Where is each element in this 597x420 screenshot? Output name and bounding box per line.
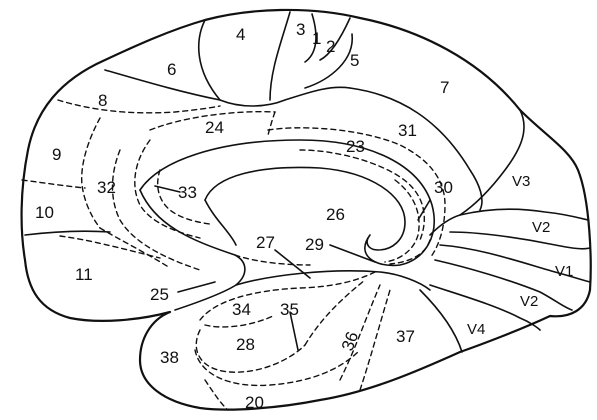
- cingulate-marginal: [219, 86, 351, 107]
- divider-2-5: [304, 33, 353, 89]
- leader-27: [274, 249, 311, 279]
- label-area-28: 28: [236, 335, 255, 354]
- label-v2-lower: V2: [520, 293, 538, 310]
- central-sulcus: [197, 19, 221, 101]
- dash-29-30-a: [389, 239, 431, 265]
- label-area-27: 27: [256, 233, 275, 252]
- label-v1: V1: [555, 263, 573, 280]
- leader-33: [154, 185, 181, 193]
- label-area-6: 6: [167, 60, 176, 79]
- label-area-30: 30: [434, 178, 453, 197]
- label-area-35: 35: [280, 300, 299, 319]
- dash-34-28: [204, 314, 276, 328]
- label-area-24: 24: [205, 118, 224, 137]
- callosal-sulcus: [139, 139, 435, 267]
- dash-34-outer: [199, 271, 376, 321]
- label-area-29: 29: [305, 235, 324, 254]
- label-area-3: 3: [296, 20, 305, 39]
- label-area-23: 23: [346, 137, 365, 156]
- corpus-callosum-inner: [204, 166, 406, 251]
- label-v3: V3: [512, 173, 530, 190]
- label-area-10: 10: [35, 203, 54, 222]
- parieto-occipital-upper: [349, 87, 483, 211]
- label-area-38: 38: [160, 348, 179, 367]
- dash-32-24: [111, 149, 201, 271]
- dash-36-37: [339, 284, 381, 381]
- v4-37-boundary: [419, 289, 463, 353]
- dash-10-11-lower: [59, 235, 161, 259]
- dash-8-9: [57, 99, 221, 114]
- dash-24-33-outer: [134, 139, 201, 239]
- dash-24-31-divider: [267, 111, 276, 136]
- label-area-11: 11: [75, 265, 93, 284]
- label-area-34: 34: [232, 300, 251, 319]
- label-area-5: 5: [350, 51, 359, 70]
- dash-23-inner: [299, 149, 426, 241]
- v2-v4-boundary: [429, 284, 541, 331]
- v1-v2-lower-boundary: [434, 259, 573, 311]
- label-area-37: 37: [396, 327, 415, 346]
- label-v4: V4: [467, 321, 485, 338]
- label-area-20: 20: [245, 393, 264, 412]
- label-area-31: 31: [398, 121, 417, 140]
- label-area-36: 36: [338, 329, 362, 353]
- divider-6-4: [104, 69, 221, 101]
- occipital-junction: [429, 214, 461, 236]
- label-area-33: 33: [178, 183, 197, 202]
- dash-36-20: [359, 289, 391, 391]
- dash-24-33-inner: [157, 169, 211, 225]
- dash-9-32: [80, 117, 101, 229]
- dash-20-38: [204, 379, 229, 411]
- divider-1-2: [319, 17, 351, 61]
- paracentral-divider: [269, 11, 291, 101]
- divider-7-v3: [459, 109, 525, 216]
- dash-23-31-outer: [267, 127, 446, 259]
- label-area-32: 32: [97, 178, 116, 197]
- fornix-line: [204, 199, 237, 246]
- leader-30: [417, 199, 431, 221]
- label-area-4: 4: [236, 25, 245, 44]
- dash-20-outer: [194, 349, 361, 387]
- label-area-1: 1: [312, 29, 321, 48]
- temporal-upper-edge: [235, 270, 431, 291]
- dash-32-11: [99, 227, 171, 269]
- leader-25: [177, 281, 216, 293]
- dash-35-36: [304, 279, 366, 346]
- label-area-9: 9: [52, 145, 61, 164]
- dash-9-10: [21, 179, 86, 189]
- divider-3-1: [304, 13, 317, 63]
- dash-24-outer: [149, 111, 276, 131]
- v2-v1-upper-boundary: [449, 231, 591, 250]
- dash-25-27: [234, 254, 311, 266]
- dash-28-outer: [195, 329, 306, 373]
- label-area-7: 7: [440, 78, 449, 97]
- label-area-25: 25: [150, 285, 169, 304]
- hemisphere-outline: [20, 8, 592, 411]
- frontal-divider-9-10: [24, 230, 111, 236]
- label-area-26: 26: [326, 205, 345, 224]
- lower-callosal-edge: [139, 189, 246, 311]
- dash-30-inner: [384, 179, 420, 263]
- calcarine-sulcus: [439, 244, 591, 283]
- label-area-2: 2: [326, 37, 335, 56]
- v3-v2-boundary: [459, 208, 589, 221]
- leader-29: [329, 244, 376, 263]
- leader-35: [289, 311, 299, 351]
- label-v2-upper: V2: [532, 219, 550, 236]
- label-area-8: 8: [98, 91, 107, 110]
